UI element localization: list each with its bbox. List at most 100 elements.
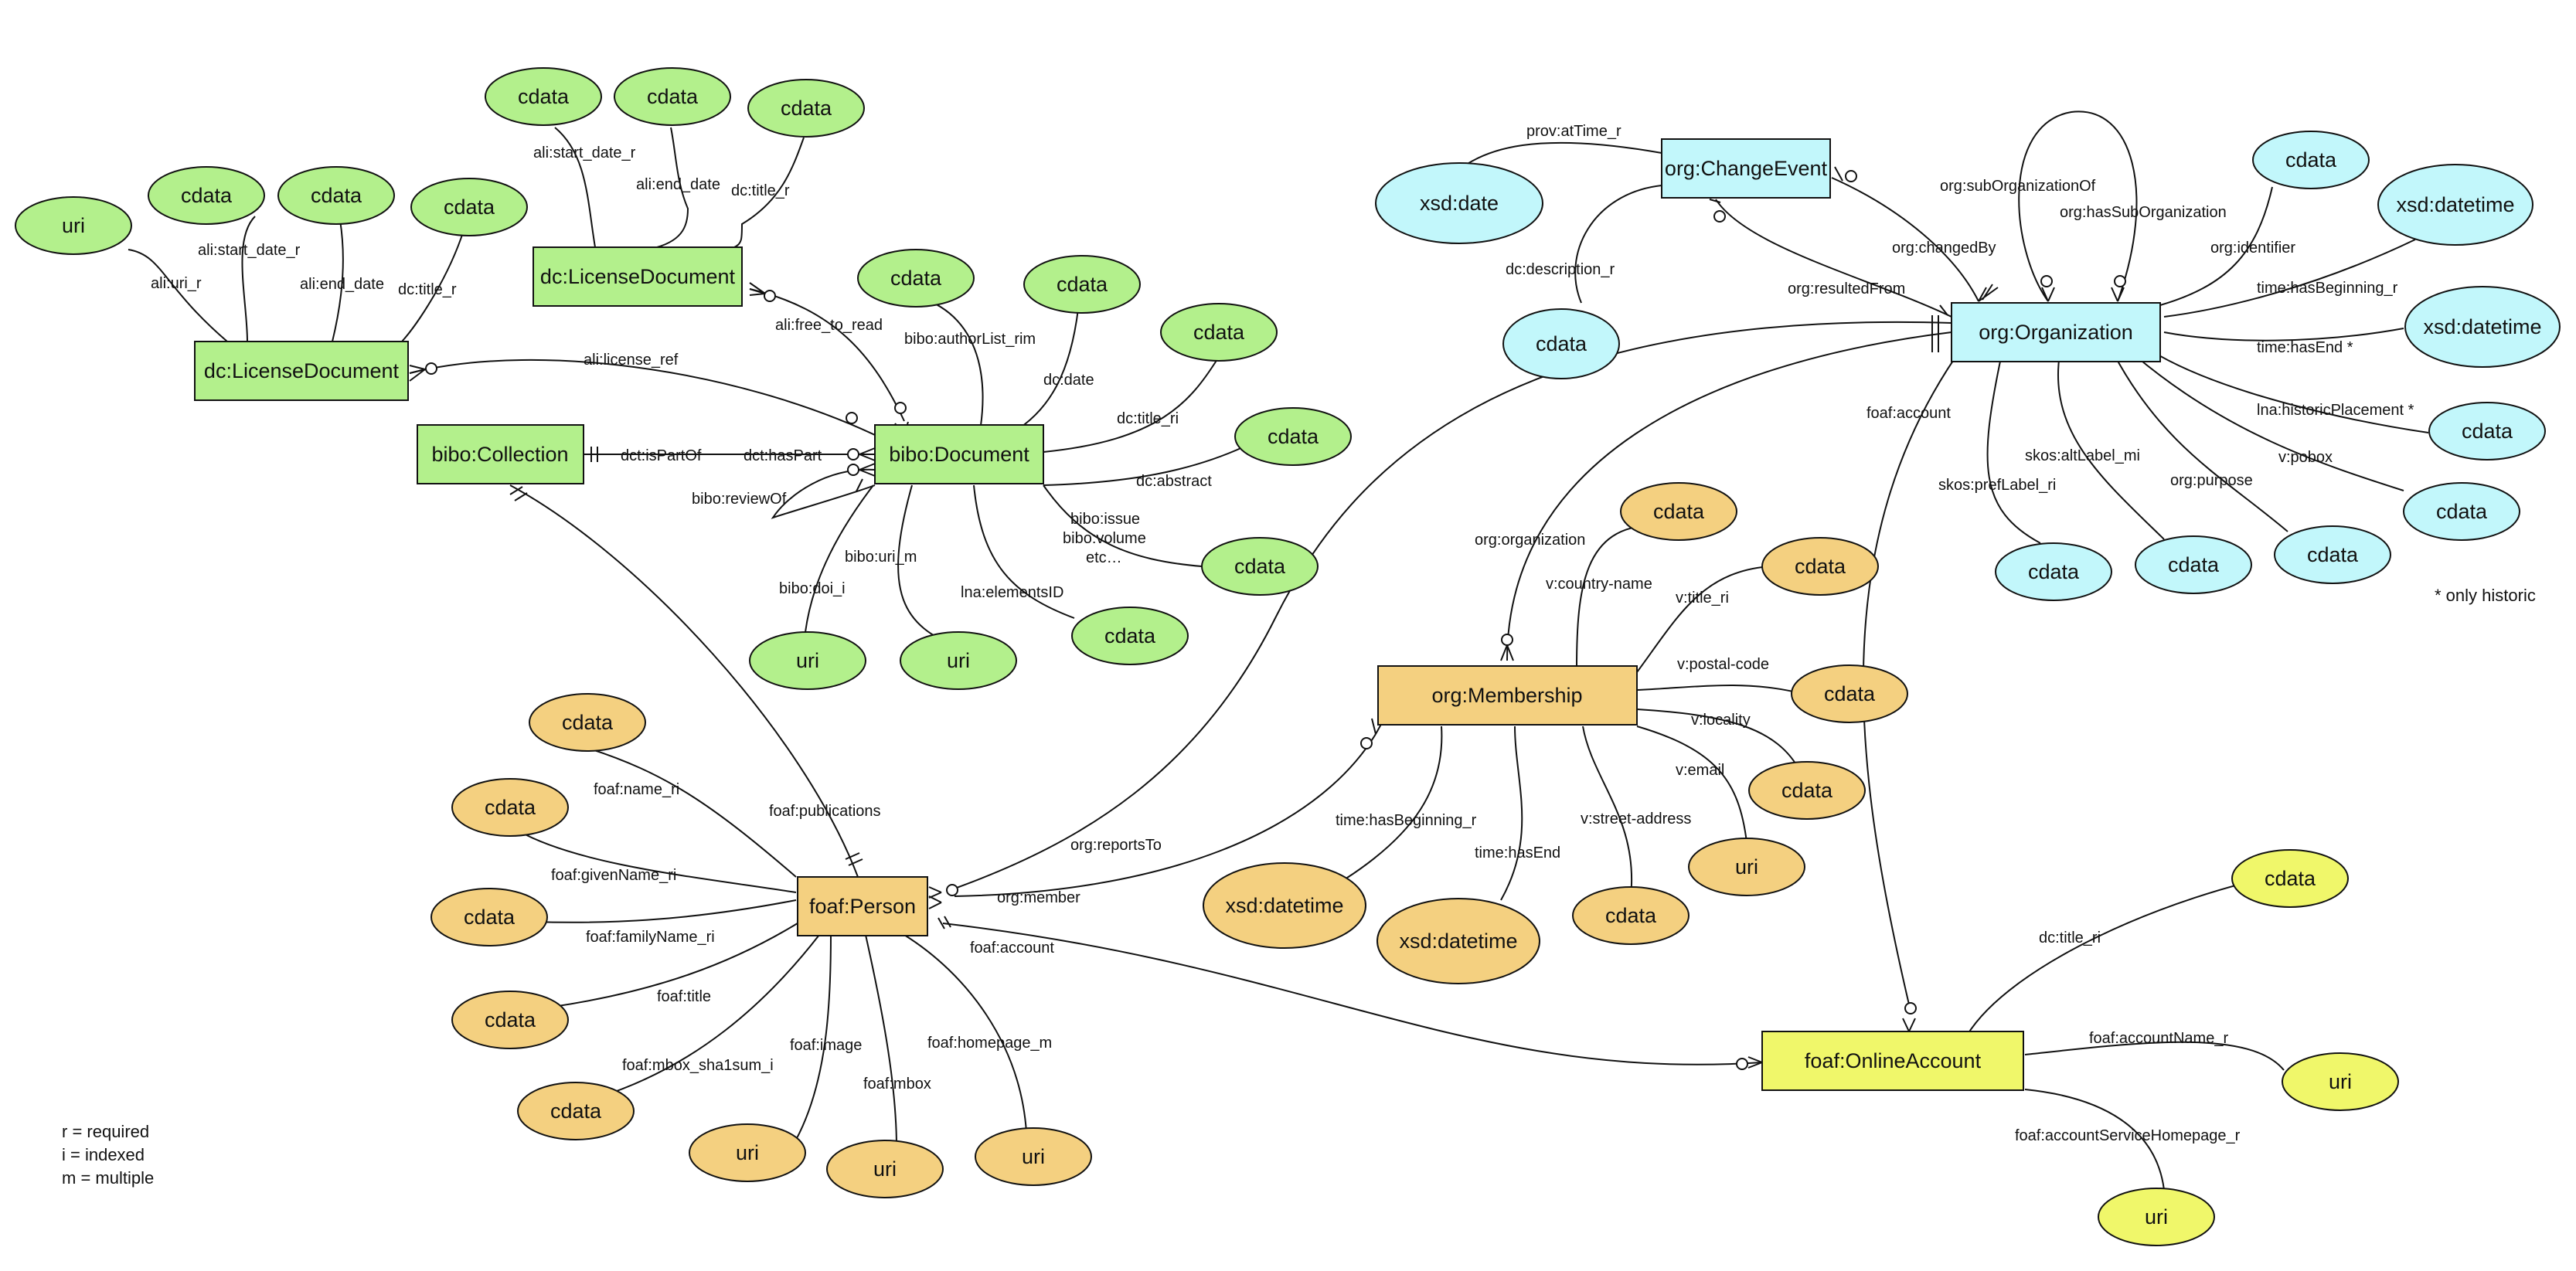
relation-label: lna:elementsID bbox=[961, 584, 1063, 601]
entity-box[interactable] bbox=[417, 424, 584, 484]
cdata-node[interactable] bbox=[430, 888, 548, 946]
cdata-node[interactable] bbox=[451, 991, 569, 1049]
uri-node[interactable] bbox=[1688, 838, 1805, 896]
crowfoot-mark bbox=[749, 282, 766, 296]
cdata-node[interactable] bbox=[277, 166, 395, 225]
uri-node[interactable] bbox=[2098, 1188, 2215, 1246]
entity-label: foaf:Person bbox=[809, 895, 916, 918]
entity-box[interactable] bbox=[797, 876, 928, 936]
cdata-node[interactable] bbox=[1234, 407, 1352, 466]
entity-box[interactable] bbox=[874, 424, 1044, 484]
relation-label: v:pobox bbox=[2278, 449, 2333, 466]
cdata-node[interactable] bbox=[529, 693, 646, 752]
edge-acc-name bbox=[2024, 1041, 2285, 1071]
one-mark bbox=[845, 852, 863, 866]
uri-node[interactable] bbox=[900, 631, 1017, 690]
entity-box[interactable] bbox=[1661, 138, 1831, 199]
cdata-node[interactable] bbox=[614, 67, 731, 126]
cdata-node[interactable] bbox=[517, 1082, 635, 1140]
optional-mark bbox=[1360, 737, 1373, 749]
entity-label: bibo:Collection bbox=[431, 443, 568, 466]
node-label: uri bbox=[796, 649, 819, 672]
node-label: xsd:date bbox=[1420, 192, 1499, 215]
xsd-node[interactable] bbox=[1375, 162, 1543, 244]
edge-image bbox=[795, 934, 832, 1140]
relation-label: time:hasBeginning_r bbox=[1336, 812, 1477, 829]
node-label: cdata bbox=[890, 267, 942, 290]
relation-label: foaf:account bbox=[1866, 405, 1951, 422]
edge-org-organization bbox=[1506, 331, 1952, 661]
relation-label: foaf:givenName_ri bbox=[551, 867, 676, 884]
uri-node[interactable] bbox=[2282, 1052, 2399, 1111]
cdata-node[interactable] bbox=[2274, 525, 2391, 584]
cdata-node[interactable] bbox=[1160, 303, 1278, 362]
edge-mbox-sha bbox=[598, 934, 820, 1098]
one-mark bbox=[938, 916, 951, 929]
one-mark bbox=[590, 447, 598, 462]
cdata-node[interactable] bbox=[2252, 131, 2370, 189]
entity-label: org:ChangeEvent bbox=[1665, 157, 1828, 180]
legend-multiple: m = multiple bbox=[62, 1168, 154, 1188]
cdata-node[interactable] bbox=[1995, 542, 2112, 601]
cdata-node[interactable] bbox=[1791, 664, 1908, 723]
relation-label: org:organization bbox=[1475, 532, 1585, 549]
node-label: cdata bbox=[464, 906, 516, 929]
entity-box[interactable] bbox=[1761, 1031, 2024, 1091]
cdata-node[interactable] bbox=[1502, 308, 1620, 379]
cdata-node[interactable] bbox=[1572, 886, 1690, 945]
uri-node[interactable] bbox=[826, 1140, 944, 1198]
edge-locality bbox=[1636, 709, 1802, 773]
uri-node[interactable] bbox=[749, 631, 866, 690]
cdata-node[interactable] bbox=[1748, 761, 1866, 820]
cdata-node[interactable] bbox=[857, 249, 975, 308]
uri-node[interactable] bbox=[975, 1127, 1092, 1186]
cdata-node[interactable] bbox=[485, 67, 602, 126]
cdata-node[interactable] bbox=[2428, 402, 2546, 460]
edge-preflabel bbox=[1986, 353, 2041, 544]
cdata-node[interactable] bbox=[2135, 535, 2252, 594]
entity-box[interactable] bbox=[533, 246, 743, 307]
optional-mark bbox=[847, 464, 859, 476]
node-label: uri bbox=[736, 1141, 759, 1164]
cdata-node[interactable] bbox=[1201, 537, 1319, 596]
nodes: uri cdata cdata cdata dc:LicenseDocument… bbox=[15, 67, 2561, 1246]
xsd-node[interactable] bbox=[2377, 164, 2533, 246]
legend-required: r = required bbox=[62, 1122, 149, 1141]
cdata-node[interactable] bbox=[1620, 482, 1737, 541]
entity-box[interactable] bbox=[194, 341, 409, 401]
xsd-node[interactable] bbox=[1203, 862, 1366, 949]
cdata-node[interactable] bbox=[1071, 607, 1189, 665]
edge-mem-title bbox=[1636, 566, 1771, 673]
entity-box[interactable] bbox=[1951, 302, 2161, 362]
uri-node[interactable] bbox=[15, 196, 132, 255]
relation-labels: ali:uri_r ali:start_date_r ali:end_date … bbox=[151, 123, 2414, 1144]
xsd-node[interactable] bbox=[2404, 286, 2561, 368]
relation-label: dc:date bbox=[1043, 372, 1094, 389]
optional-mark bbox=[425, 362, 437, 375]
node-label: cdata bbox=[181, 184, 233, 207]
cdata-node[interactable] bbox=[2403, 482, 2520, 541]
entity-label: foaf:OnlineAccount bbox=[1805, 1049, 1982, 1072]
relation-label: org:purpose bbox=[2170, 472, 2253, 489]
node-label: uri bbox=[1022, 1145, 1045, 1168]
relation-label: org:resultedFrom bbox=[1788, 280, 1905, 297]
relation-label: org:reportsTo bbox=[1070, 837, 1162, 854]
cdata-node[interactable] bbox=[1761, 537, 1879, 596]
entity-box[interactable] bbox=[1377, 665, 1638, 726]
relation-label: foaf:title bbox=[657, 988, 711, 1005]
crowfoot-mark bbox=[928, 886, 942, 899]
cdata-node[interactable] bbox=[451, 778, 569, 837]
cdata-node[interactable] bbox=[148, 166, 265, 225]
cdata-node[interactable] bbox=[747, 79, 865, 138]
node-label: uri bbox=[2145, 1205, 2168, 1229]
cdata-node[interactable] bbox=[410, 178, 528, 236]
cdata-node[interactable] bbox=[2231, 849, 2349, 908]
xsd-node[interactable] bbox=[1376, 898, 1540, 984]
cdata-node[interactable] bbox=[1023, 255, 1141, 314]
one-mark bbox=[509, 486, 528, 501]
relation-label: v:country-name bbox=[1546, 576, 1652, 593]
optional-mark bbox=[846, 412, 858, 424]
edge-pobox bbox=[2132, 353, 2404, 491]
uri-node[interactable] bbox=[689, 1123, 806, 1182]
